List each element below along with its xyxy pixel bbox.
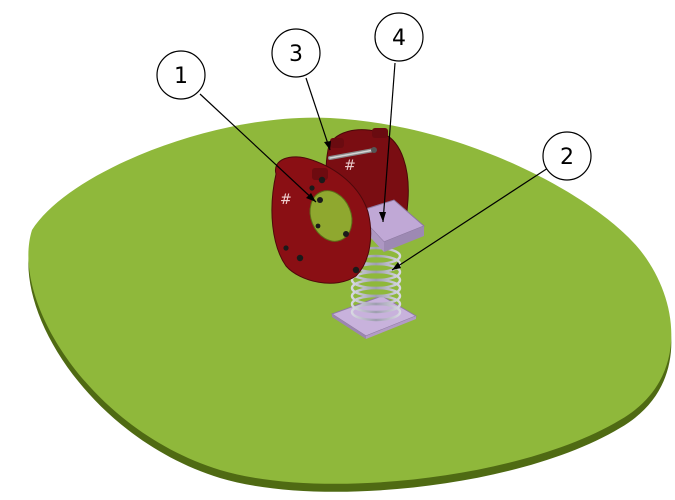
ground-pad-top: [28, 117, 672, 484]
callout-3-label: 3: [289, 42, 303, 67]
svg-text:#: #: [280, 192, 292, 208]
callout-2: 2: [542, 131, 592, 181]
callout-4-label: 4: [392, 26, 406, 51]
leader-lines: [199, 62, 549, 271]
callout-3: 3: [271, 28, 321, 78]
leader-line-4: [382, 62, 396, 223]
leader-line-3: [305, 77, 331, 151]
leader-line-1: [199, 93, 317, 203]
callout-4: 4: [374, 12, 424, 62]
handle-disc: [309, 190, 353, 242]
handle-rod: [328, 147, 377, 160]
svg-text:#: #: [344, 158, 356, 174]
spring: [350, 246, 402, 322]
leader-line-2: [391, 167, 549, 271]
callout-1: 1: [156, 50, 206, 100]
leader-arrowheads: [306, 141, 401, 270]
callout-2-label: 2: [560, 145, 574, 170]
callout-1-label: 1: [174, 64, 188, 89]
